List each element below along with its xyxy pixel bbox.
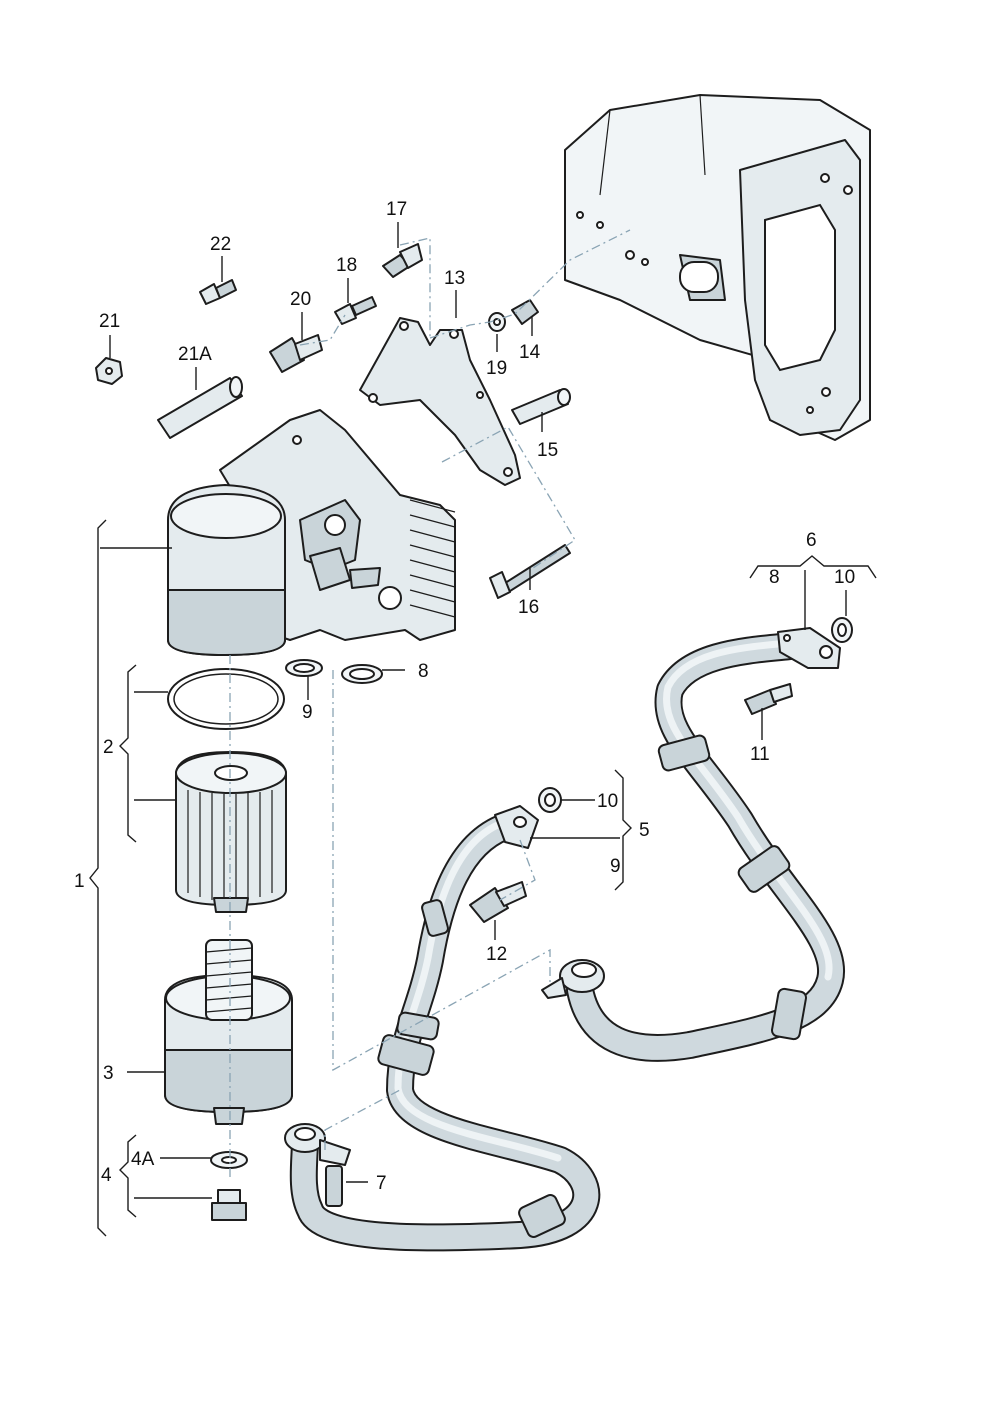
filter-element-group [164,668,293,1221]
callout-9-hose: 9 [610,856,621,877]
callout-13: 13 [444,268,465,289]
callout-6: 6 [806,530,817,551]
callout-17: 17 [386,199,407,220]
callout-10-hose: 10 [597,791,618,812]
callout-11: 11 [750,744,770,765]
callout-15: 15 [537,440,558,461]
callout-14: 14 [519,342,541,363]
assembly-guide-lines [229,229,631,1180]
engine-block-section [564,94,871,441]
callout-20: 20 [290,289,311,310]
callout-21: 21 [99,311,120,332]
callout-3: 3 [103,1063,114,1084]
callout-16: 16 [518,597,539,618]
oil-filter-housing [167,409,456,656]
callout-22: 22 [210,234,231,255]
callout-19: 19 [486,358,507,379]
callout-12: 12 [486,944,507,965]
callout-8-housing: 8 [418,661,429,682]
leader-lines [89,222,877,1237]
callout-2: 2 [103,737,114,758]
callout-1: 1 [74,871,85,892]
callout-5: 5 [639,820,650,841]
callout-7: 7 [376,1173,387,1194]
oil-cooler-hoses [284,617,853,1252]
callout-4: 4 [101,1165,112,1186]
callout-10-flange: 10 [834,567,855,588]
callout-21a: 21A [178,344,212,365]
callout-18: 18 [336,255,357,276]
callout-8-flange: 8 [769,567,780,588]
callout-labels: 1 2 3 4 4A 5 6 7 8 8 9 9 10 10 11 12 13 … [74,199,855,1194]
callout-4a: 4A [131,1149,155,1170]
callout-9-housing: 9 [302,702,313,723]
